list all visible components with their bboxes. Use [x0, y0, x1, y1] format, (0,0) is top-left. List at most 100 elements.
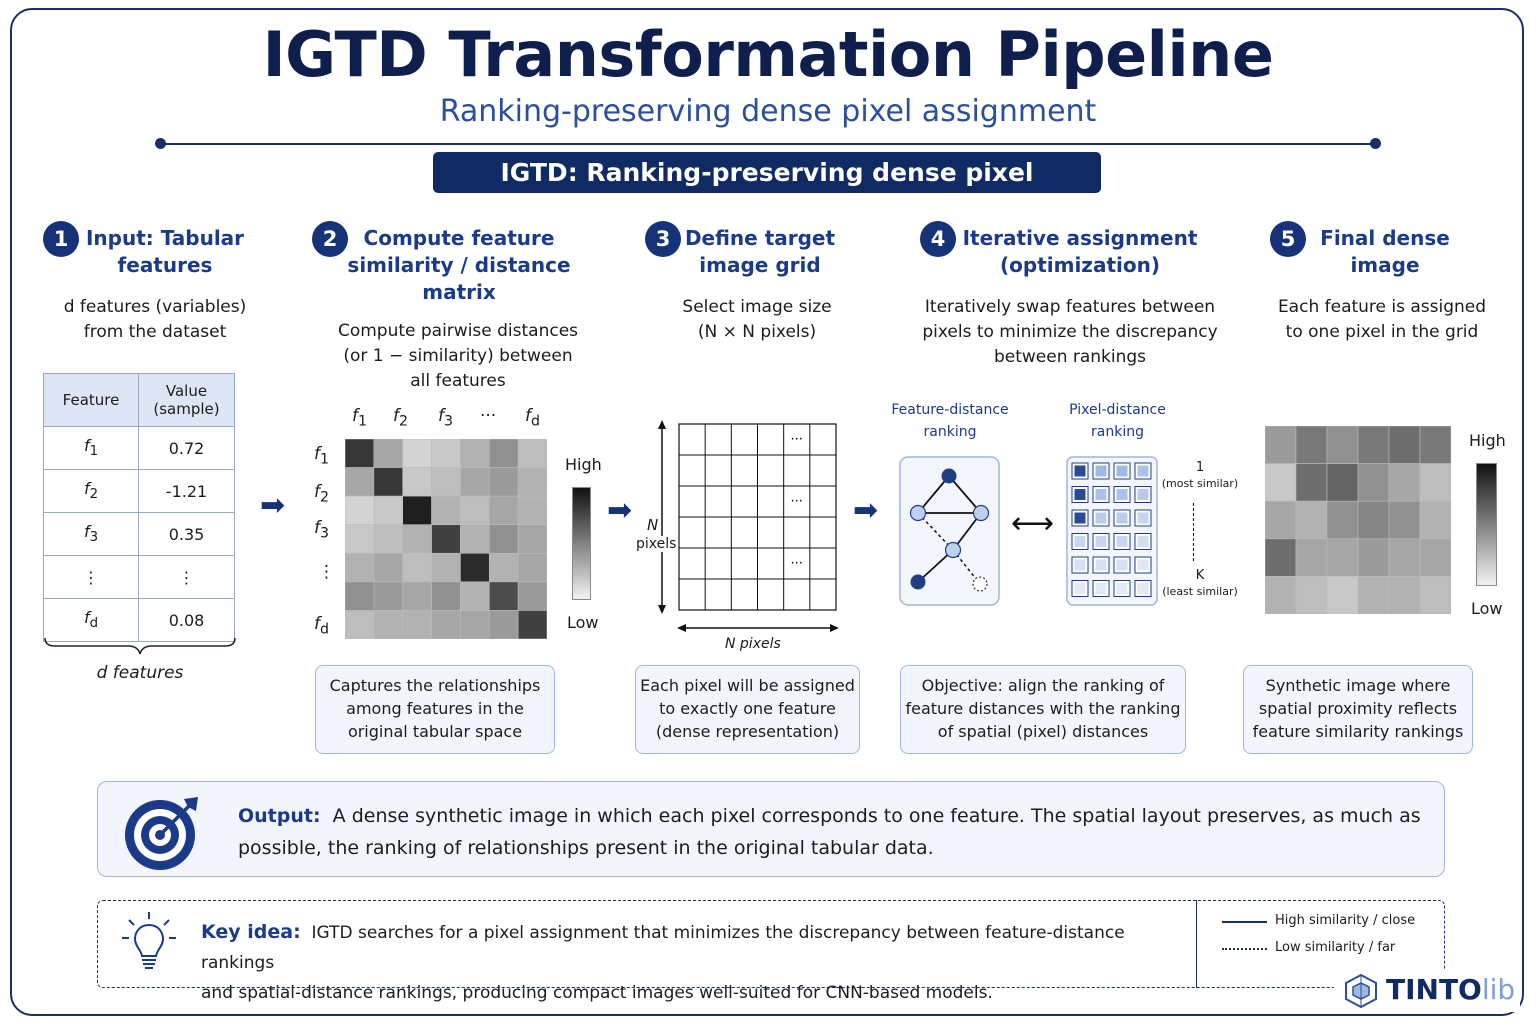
- image-pixel: [1326, 538, 1359, 577]
- matrix-cell: [488, 495, 519, 526]
- key-idea-text: Key idea: IGTD searches for a pixel assi…: [201, 917, 1191, 1008]
- caption-line: Each pixel will be assigned: [640, 676, 855, 695]
- step-3-title-line2: image grid: [699, 253, 821, 277]
- output-box: [97, 781, 1445, 877]
- rank-top: 1 (most similar): [1160, 460, 1240, 490]
- key-idea-line1: IGTD searches for a pixel assignment tha…: [201, 923, 1125, 973]
- rank-pixel: [1113, 533, 1131, 550]
- matrix-cell: [460, 552, 490, 583]
- step-3-description: Select image size (N × N pixels): [650, 295, 864, 345]
- matrix-cell: [345, 581, 375, 611]
- header-divider: [160, 143, 1376, 145]
- matrix-cell: [460, 524, 490, 554]
- matrix-col-label: f1: [352, 406, 368, 430]
- step-5-desc-line1: Each feature is assigned: [1277, 297, 1487, 317]
- image-pixel: [1326, 426, 1359, 464]
- lightbulb-icon: [122, 912, 176, 969]
- step-1-description: d features (variables) from the dataset: [40, 295, 270, 345]
- feature-cell: f1: [43, 426, 139, 470]
- matrix-col-labels: f1 f2 f3 ··· fd: [340, 406, 550, 430]
- rank-pixel-fill: [1095, 489, 1107, 500]
- step-3-title: Define target image grid: [680, 225, 840, 279]
- image-pixel: [1419, 463, 1451, 502]
- caption-line: among features in the: [346, 699, 524, 718]
- matrix-cell: [373, 495, 404, 526]
- step-5-title-line1: Final dense: [1320, 226, 1450, 250]
- grid-ellipsis: ···: [791, 433, 803, 448]
- matrix-row-label: fd: [314, 614, 329, 638]
- matrix-cell: [345, 524, 375, 554]
- rank-pixel-fill: [1137, 583, 1149, 594]
- value-cell: ⋮: [138, 555, 235, 599]
- graph-node: [941, 468, 957, 484]
- image-pixel: [1388, 426, 1421, 464]
- caption-line: Synthetic image where: [1265, 676, 1451, 695]
- matrix-cell: [460, 495, 490, 526]
- step-2-description: Compute pairwise distances (or 1 − simil…: [318, 319, 598, 394]
- image-pixel: [1357, 463, 1390, 502]
- final-legend-high: High: [1469, 431, 1506, 450]
- rank-top-number: 1: [1195, 460, 1205, 475]
- legend-solid-label: High similarity / close: [1275, 913, 1416, 928]
- pixel-ranking-label: Pixel-distance ranking: [1069, 402, 1166, 440]
- graph-node: [972, 576, 988, 592]
- rank-pixel-fill: [1116, 559, 1128, 571]
- feature-cell: f2: [43, 469, 139, 513]
- step-4-number: 4: [920, 221, 956, 257]
- rank-top-note: (most similar): [1161, 477, 1239, 490]
- value-cell: 0.35: [138, 512, 235, 556]
- matrix-cell: [373, 610, 404, 639]
- image-pixel: [1326, 500, 1359, 540]
- key-idea-line2: and spatial-distance rankings, producing…: [201, 983, 993, 1003]
- matrix-cell: [431, 524, 461, 554]
- matrix-cell: [488, 439, 519, 468]
- matrix-col-label: fd: [525, 406, 540, 430]
- matrix-col-label: ···: [480, 406, 497, 426]
- image-pixel: [1265, 463, 1297, 502]
- matrix-cell: [488, 467, 519, 497]
- caption-line: of spatial (pixel) distances: [937, 722, 1149, 741]
- rank-pixel-fill: [1095, 559, 1107, 571]
- output-label: Output:: [238, 805, 321, 827]
- rank-pixel: [1071, 533, 1089, 550]
- matrix-cell: [431, 581, 461, 611]
- outer-frame: [10, 8, 1524, 1016]
- rank-pixel-fill: [1137, 512, 1149, 524]
- matrix-cell: [460, 467, 490, 497]
- table-brace: [44, 637, 236, 655]
- rank-pixel-fill: [1095, 465, 1107, 477]
- divider-dot-right: [1370, 138, 1381, 149]
- step-2-number: 2: [312, 221, 348, 257]
- value-header-line2: (sample): [153, 400, 220, 418]
- target-image-grid: ·········: [658, 420, 839, 632]
- step-2-title-line1: Compute feature: [363, 226, 555, 250]
- rank-pixel-fill: [1137, 559, 1149, 571]
- caption-line: original tabular space: [347, 722, 523, 741]
- matrix-cell: [345, 552, 375, 583]
- step-3-desc-line1: Select image size: [682, 297, 832, 317]
- value-cell: -1.21: [138, 469, 235, 513]
- rank-connector: [1193, 503, 1195, 561]
- step-1-desc-line2: from the dataset: [83, 322, 227, 342]
- step-1-title-line1: Input: Tabular: [85, 226, 245, 250]
- image-pixel: [1295, 463, 1328, 502]
- matrix-cell: [431, 467, 461, 497]
- divider-dot-left: [155, 138, 166, 149]
- matrix-cell: [517, 467, 547, 497]
- matrix-cell: [402, 552, 432, 583]
- table-row: ⋮⋮: [43, 555, 235, 599]
- rank-pixel-fill: [1074, 512, 1086, 524]
- matrix-cell: [373, 467, 404, 497]
- legend-dotted-label: Low similarity / far: [1275, 940, 1396, 955]
- legend-solid-line: [1222, 921, 1267, 923]
- feature-cell: ⋮: [43, 555, 139, 599]
- matrix-cell: [402, 610, 432, 639]
- value-cell: 0.08: [138, 598, 235, 642]
- matrix-cell: [345, 467, 375, 497]
- output-line1: A dense synthetic image in which each pi…: [332, 805, 1421, 827]
- output-line2: possible, the ranking of relationships p…: [238, 837, 934, 859]
- feature-cell: fd: [43, 598, 139, 642]
- image-pixel: [1265, 576, 1297, 614]
- matrix-cell: [402, 581, 432, 611]
- step-4-title-line1: Iterative assignment: [962, 226, 1198, 250]
